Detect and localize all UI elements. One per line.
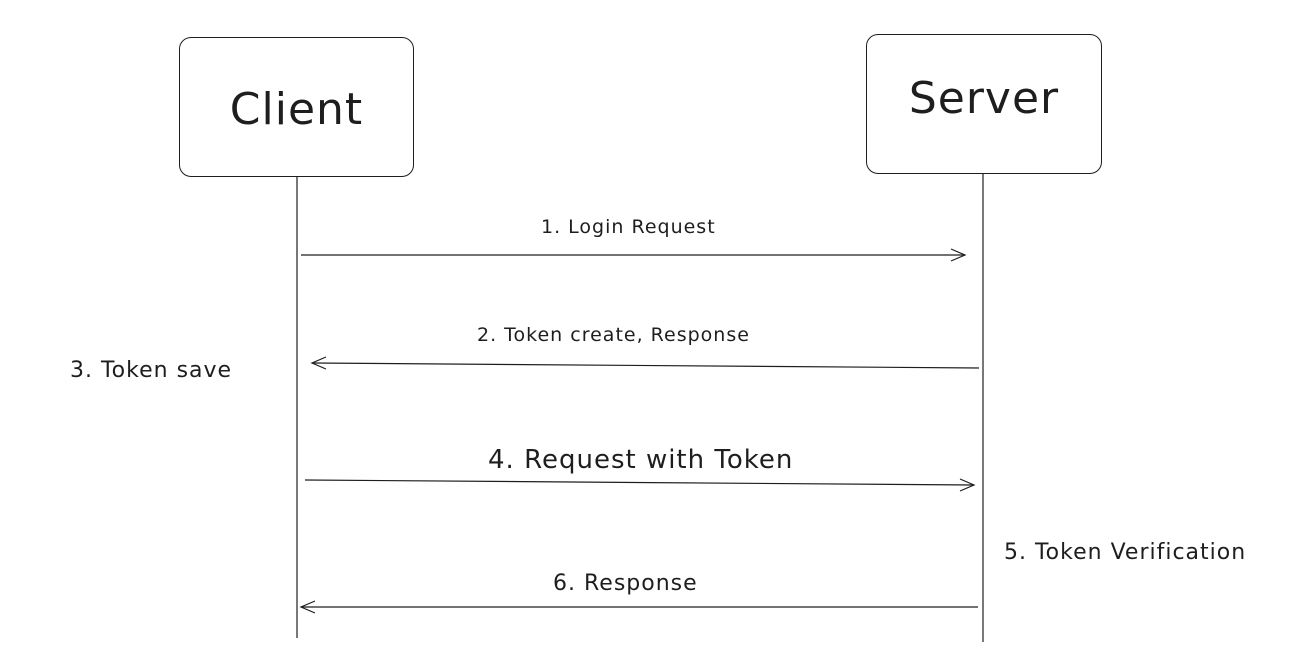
message-6-arrow (299, 600, 978, 614)
message-4-label: 4. Request with Token (488, 445, 794, 475)
message-2-arrow (310, 356, 980, 370)
server-participant-box: Server (866, 34, 1102, 174)
server-participant-label: Server (908, 72, 1060, 124)
client-participant-label: Client (229, 83, 364, 135)
note-token-save: 3. Token save (70, 358, 233, 383)
message-6-label: 6. Response (553, 571, 698, 596)
message-2-label: 2. Token create, Response (477, 324, 750, 346)
message-1-arrow (301, 248, 967, 262)
client-participant-box: Client (179, 37, 414, 177)
note-token-verification: 5. Token Verification (1004, 540, 1247, 565)
message-1-label: 1. Login Request (541, 216, 716, 238)
message-4-arrow (304, 478, 976, 492)
